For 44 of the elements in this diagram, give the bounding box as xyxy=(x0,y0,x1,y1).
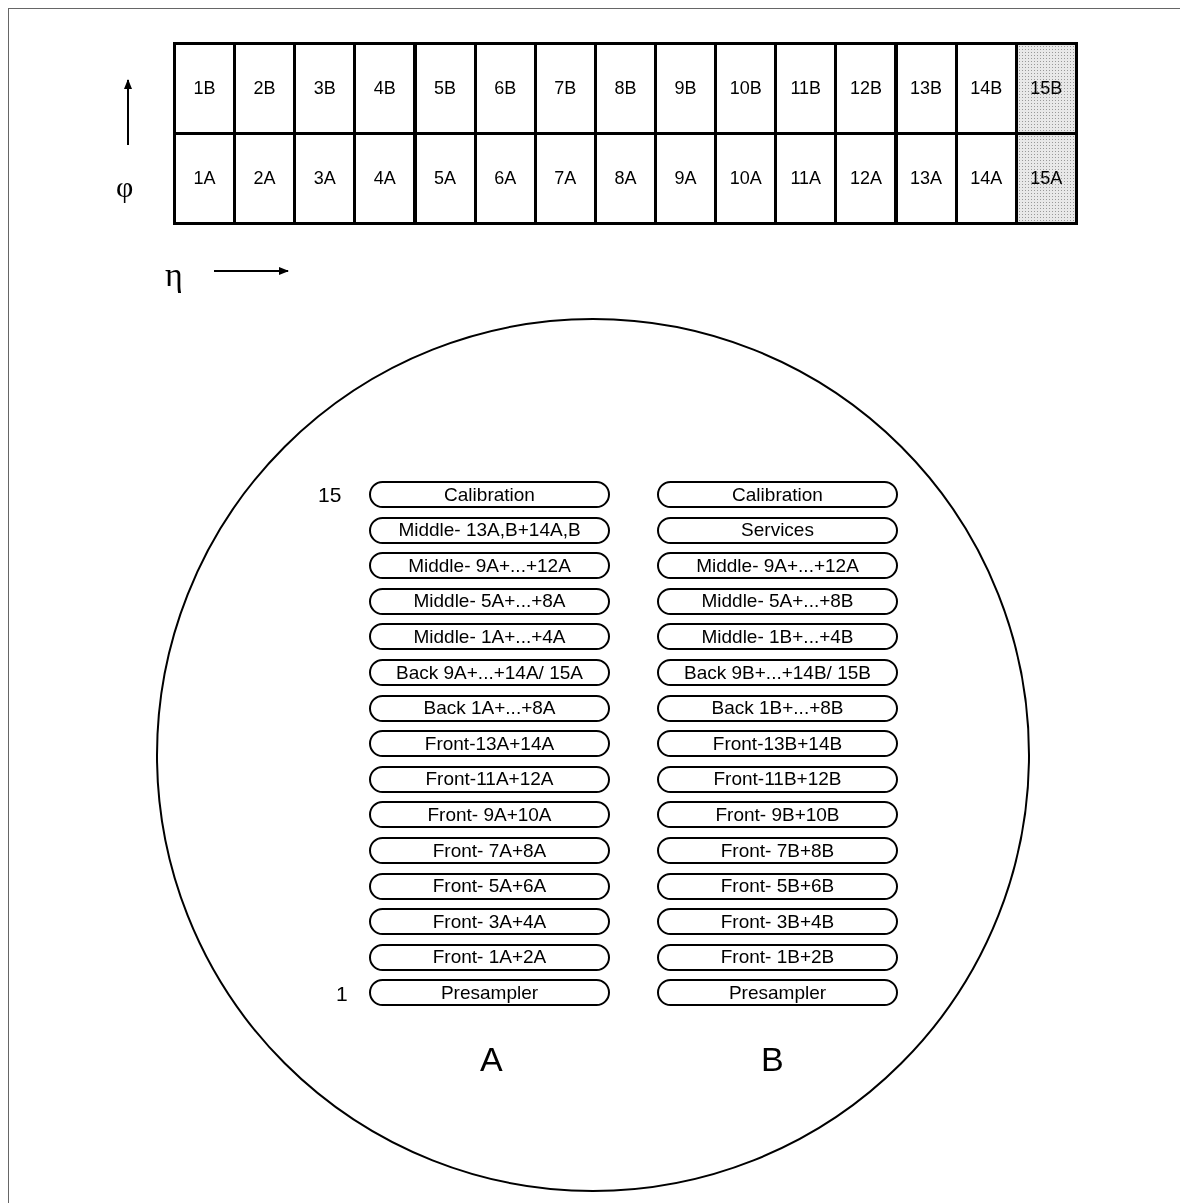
circle-outline xyxy=(156,318,1030,1192)
grid-cell: 13A xyxy=(894,132,958,225)
rounded-box: Middle- 9A+...+12A xyxy=(369,552,610,580)
rounded-box: Back 1B+...+8B xyxy=(657,694,898,722)
grid-cell: 12A xyxy=(834,132,898,225)
rounded-box: Front- 7A+8A xyxy=(369,837,610,864)
rounded-box: Services xyxy=(657,516,898,544)
rounded-box: Front- 7B+8B xyxy=(657,837,898,864)
rounded-box: Front- 1A+2A xyxy=(369,943,610,971)
rounded-box: Middle- 9A+...+12A xyxy=(657,552,898,580)
grid-cell: 12B xyxy=(834,42,898,135)
grid-cell: 4B xyxy=(353,42,417,135)
rounded-box: Middle- 5A+...+8B xyxy=(657,587,898,615)
rounded-box: Front- 9B+10B xyxy=(657,801,898,829)
label: 1 xyxy=(336,983,348,1004)
label: A xyxy=(480,1042,503,1076)
rounded-box: Front- 1B+2B xyxy=(657,943,898,971)
label: 15 xyxy=(318,484,342,505)
rounded-box: Front- 3B+4B xyxy=(657,908,898,936)
grid-cell: 5A xyxy=(413,132,477,225)
rounded-box: Front- 5B+6B xyxy=(657,872,898,900)
grid-cell: 1A xyxy=(173,132,236,225)
rounded-box: Front-11B+12B xyxy=(657,765,898,793)
rounded-box: Front- 9A+10A xyxy=(369,801,610,829)
rounded-box: Middle- 1A+...+4A xyxy=(369,623,610,651)
rounded-box: Middle- 5A+...+8A xyxy=(369,587,610,615)
axis-symbol: η xyxy=(165,258,183,292)
grid-cell: 4A xyxy=(353,132,417,225)
rounded-box: Back 9A+...+14A/ 15A xyxy=(369,659,610,686)
label: B xyxy=(761,1042,784,1076)
rounded-box: Middle- 1B+...+4B xyxy=(657,623,898,651)
rounded-box: Front-13B+14B xyxy=(657,730,898,758)
rounded-box: Back 1A+...+8A xyxy=(369,694,610,722)
axis-symbol: φ xyxy=(116,172,134,202)
rounded-box: Calibration xyxy=(369,481,610,508)
rounded-box: Front- 3A+4A xyxy=(369,908,610,936)
rounded-box: Front-13A+14A xyxy=(369,730,610,758)
rounded-box: Front-11A+12A xyxy=(369,765,610,793)
rounded-box: Back 9B+...+14B/ 15B xyxy=(657,659,898,686)
rounded-box: Presampler xyxy=(657,979,898,1007)
rounded-box: Calibration xyxy=(657,481,898,508)
rounded-box: Middle- 13A,B+14A,B xyxy=(369,516,610,544)
rounded-box: Front- 5A+6A xyxy=(369,872,610,900)
rounded-box: Presampler xyxy=(369,979,610,1007)
